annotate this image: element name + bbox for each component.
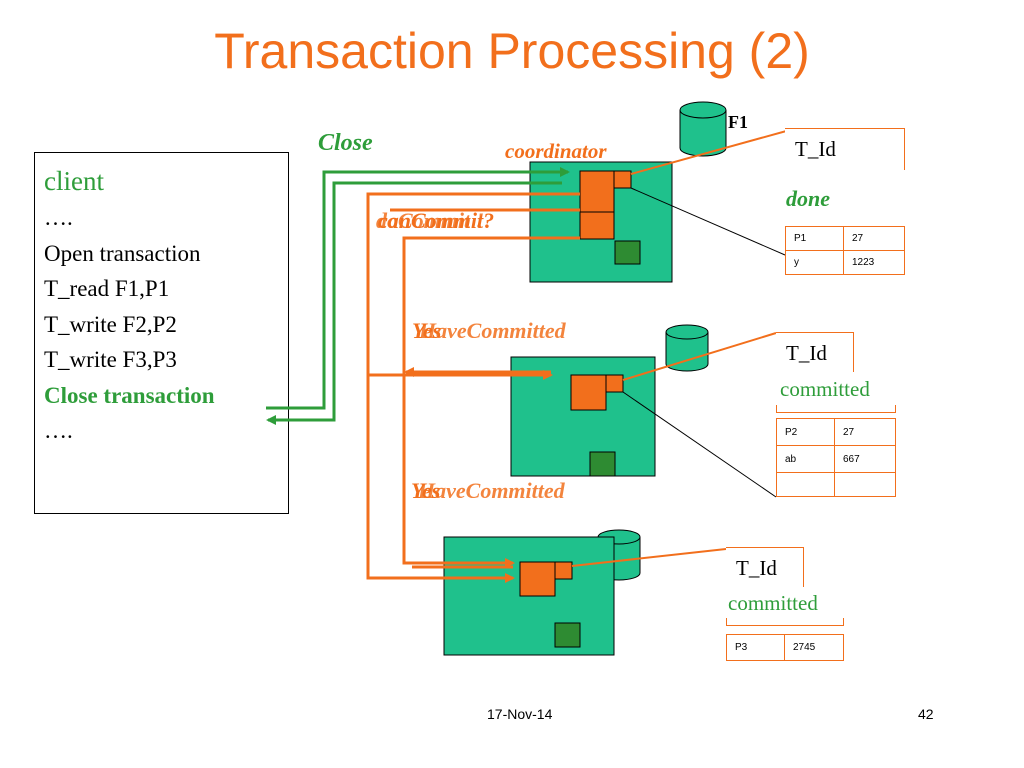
client-line: T_read F1,P1 — [44, 276, 170, 301]
t-id-box: T_Id — [776, 332, 854, 372]
client-line: …. — [44, 205, 73, 230]
page-number: 42 — [918, 706, 934, 722]
table-row: P1 27 — [785, 226, 905, 251]
client-line: T_write F3,P3 — [44, 347, 177, 372]
f1-label: F1 — [728, 112, 748, 132]
table-cell: P1 — [785, 226, 844, 251]
table-cell: 27 — [834, 418, 896, 446]
docommit-label: doCommit ! — [376, 208, 485, 233]
bracket — [726, 618, 844, 626]
coordinator-process — [579, 170, 615, 213]
client-text: client …. Open transaction T_read F1,P1 … — [44, 162, 215, 449]
coordinator-label: coordinator — [505, 139, 607, 163]
close-label: Close — [318, 130, 373, 156]
port-square — [554, 561, 573, 580]
footer-date: 17-Nov-14 — [487, 706, 553, 722]
worker-square — [589, 451, 616, 477]
table-cell: 667 — [834, 445, 896, 473]
client-line: …. — [44, 418, 73, 443]
state-label: done — [786, 186, 830, 211]
table-cell: 2745 — [784, 634, 844, 661]
table-row: P3 2745 — [726, 634, 844, 661]
coordinator-process — [579, 211, 615, 240]
yes-label: Yes — [412, 318, 442, 343]
port-square — [613, 170, 632, 189]
database-icon — [665, 324, 709, 372]
table-row — [776, 472, 896, 497]
slide-title: Transaction Processing (2) — [214, 23, 810, 79]
bracket — [776, 405, 896, 413]
data-table: P3 2745 — [726, 634, 844, 661]
cancommit-label: canCommit? — [378, 208, 495, 233]
client-line-close: Close transaction — [44, 382, 215, 408]
client-box — [34, 152, 289, 514]
state-label: committed — [780, 377, 870, 401]
table-cell: P3 — [726, 634, 785, 661]
client-line: T_write F2,P2 — [44, 311, 177, 337]
data-table: P2 27 ab 667 — [776, 418, 896, 497]
port-square — [605, 374, 624, 393]
t-id-box: T_Id — [726, 547, 804, 587]
t-id-box: T_Id — [785, 128, 905, 170]
table-cell: P2 — [776, 418, 835, 446]
client-label: client — [44, 166, 104, 196]
table-cell: y — [785, 250, 844, 275]
yes-label: Yes — [411, 478, 441, 503]
database-icon — [679, 101, 727, 157]
worker-square — [614, 240, 641, 265]
table-cell — [834, 472, 896, 497]
server-process — [570, 374, 607, 411]
table-cell — [776, 472, 835, 497]
table-row: ab 667 — [776, 445, 896, 473]
havecommitted-label: HaveCommitted — [419, 318, 566, 343]
data-table: P1 27 y 1223 — [785, 226, 905, 275]
table-cell: 27 — [843, 226, 905, 251]
table-row: y 1223 — [785, 250, 905, 275]
server-process — [519, 561, 556, 597]
table-row: P2 27 — [776, 418, 896, 446]
table-cell: 1223 — [843, 250, 905, 275]
client-line: Open transaction — [44, 240, 201, 266]
state-label: committed — [728, 591, 818, 615]
worker-square — [554, 622, 581, 648]
havecommitted-label: HaveCommitted — [418, 478, 565, 503]
table-cell: ab — [776, 445, 835, 473]
